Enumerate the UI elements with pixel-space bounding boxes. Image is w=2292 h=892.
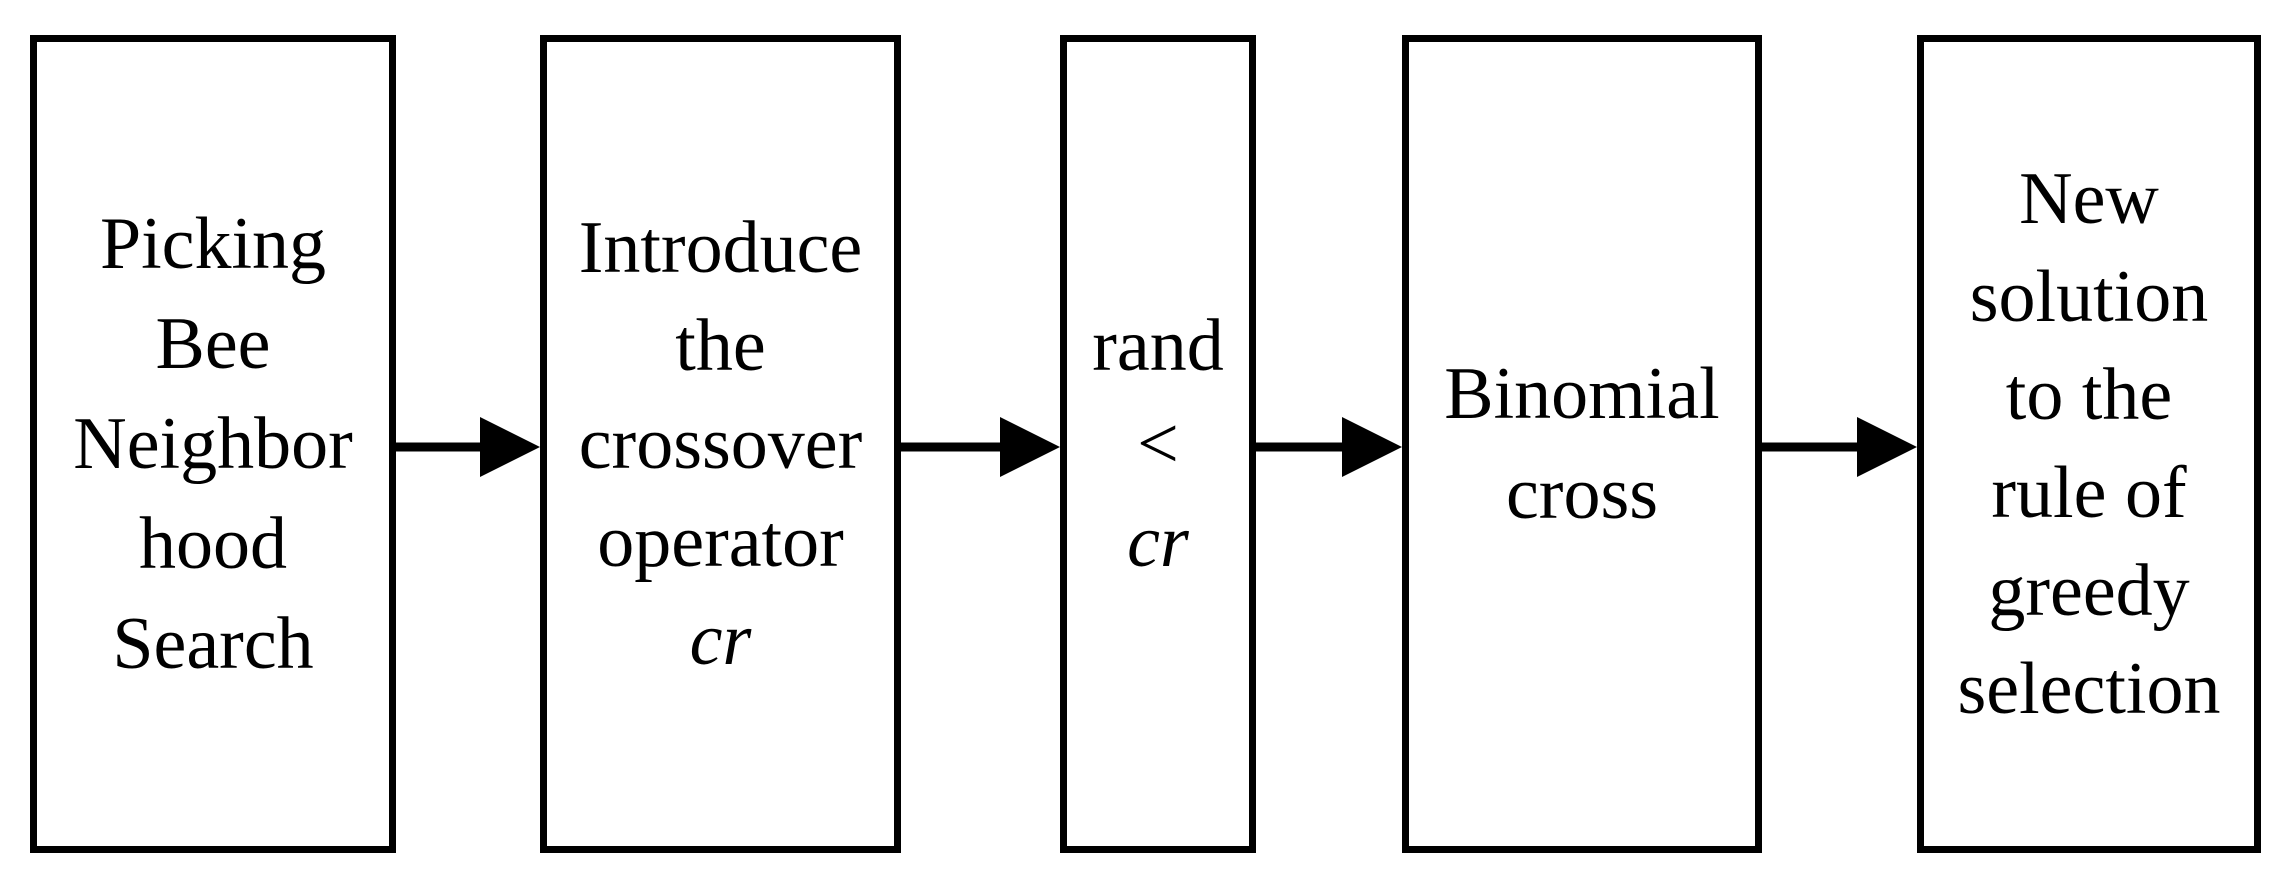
box-1-line-3: Neighbor [73,403,353,485]
box-5-line-4: rule of [1991,452,2187,534]
box-5-line-2: solution [1969,256,2209,338]
arrow-3 [1256,417,1402,477]
arrow-2 [901,417,1060,477]
box-1-line-5: Search [112,603,314,685]
box-2-line-2: the [675,305,766,387]
box-3-line-2: < [1137,403,1179,485]
box-rand-less-than-cr: rand < cr [1060,35,1256,853]
box-introduce-crossover-operator: Introduce the crossover operator cr [540,35,901,853]
box-5-line-5: greedy [1988,550,2190,632]
box-picking-bee-neighborhood-search: Picking Bee Neighbor hood Search [30,35,396,853]
box-2-line-4: operator [597,501,844,583]
box-4-line-1: Binomial [1444,353,1720,435]
box-1-line-1: Picking [99,203,327,285]
box-5-line-3: to the [2005,354,2173,436]
box-5-line-1: New [2019,158,2159,240]
box-binomial-cross: Binomial cross [1402,35,1762,853]
box-greedy-selection: New solution to the rule of greedy selec… [1917,35,2261,853]
box-3-line-3: cr [1127,501,1189,583]
arrow-1 [396,417,540,477]
arrow-4 [1762,417,1917,477]
box-2-line-5: cr [689,599,752,681]
box-5-line-6: selection [1957,648,2221,730]
box-1-line-4: hood [139,503,287,585]
box-1-line-2: Bee [155,303,271,385]
box-4-line-2: cross [1505,453,1659,535]
box-2-line-1: Introduce [578,207,863,289]
box-2-line-3: crossover [578,403,863,485]
box-3-line-1: rand [1092,305,1224,387]
